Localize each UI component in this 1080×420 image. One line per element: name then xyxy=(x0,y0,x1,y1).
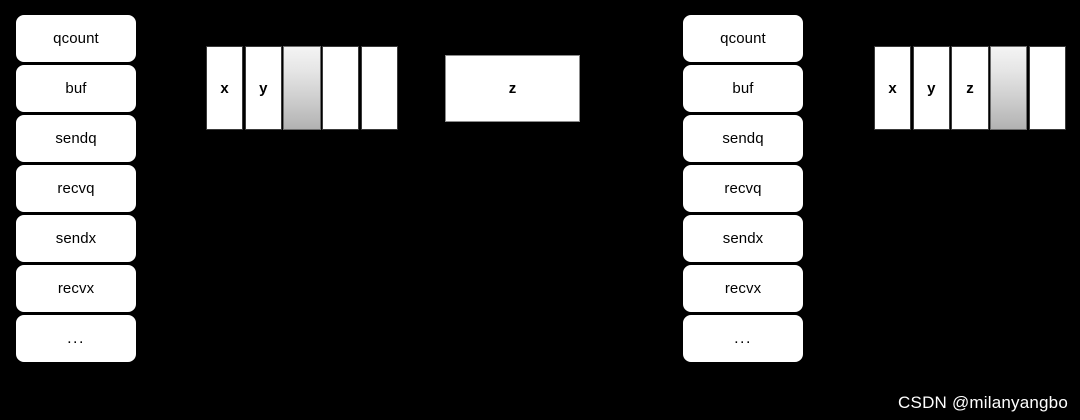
array-cell-empty-4 xyxy=(1028,46,1066,130)
array-cell-highlighted xyxy=(990,46,1028,130)
value-box-label: z xyxy=(508,80,517,97)
struct-field-recvx: recvx xyxy=(682,264,804,313)
array-cell-highlighted xyxy=(283,46,321,130)
array-cell-label: x xyxy=(220,79,229,97)
array-cell-x: x xyxy=(874,46,912,130)
struct-field-label: buf xyxy=(65,80,87,97)
struct-field-recvq: recvq xyxy=(15,164,137,213)
array-cell-label: y xyxy=(927,79,936,97)
array-cell-y: y xyxy=(912,46,950,130)
watermark-text: CSDN @milanyangbo xyxy=(898,393,1068,412)
struct-field-qcount: qcount xyxy=(682,14,804,63)
array-cell-label: z xyxy=(966,79,974,97)
struct-field-sendx: sendx xyxy=(682,214,804,263)
struct-field-buf: buf xyxy=(682,64,804,113)
array-strip-right: x y z xyxy=(874,46,1066,130)
struct-field-label: recvx xyxy=(57,280,95,297)
struct-field-qcount: qcount xyxy=(15,14,137,63)
struct-field-label: recvq xyxy=(57,180,95,197)
array-cell-label: x xyxy=(888,79,897,97)
struct-field-label: recvx xyxy=(724,280,762,297)
struct-field-label: sendx xyxy=(55,230,97,247)
array-cell-empty-4 xyxy=(360,46,398,130)
struct-field-label: recvq xyxy=(724,180,762,197)
value-box-z: z xyxy=(445,55,580,122)
array-cell-z: z xyxy=(951,46,989,130)
struct-field-buf: buf xyxy=(15,64,137,113)
struct-field-sendq: sendq xyxy=(682,114,804,163)
struct-field-label: buf xyxy=(732,80,754,97)
struct-column-right: qcount buf sendq recvq sendx recvx... xyxy=(682,14,804,363)
struct-field-label: ... xyxy=(734,329,752,347)
array-cell-empty-3 xyxy=(322,46,360,130)
struct-field-sendx: sendx xyxy=(15,214,137,263)
struct-field-sendq: sendq xyxy=(15,114,137,163)
struct-field-recvq: recvq xyxy=(682,164,804,213)
array-cell-x: x xyxy=(206,46,244,130)
struct-field-more: ... xyxy=(15,314,137,363)
struct-field-label: ... xyxy=(67,329,85,347)
struct-field-label: sendq xyxy=(55,130,97,147)
array-cell-label: y xyxy=(259,79,268,97)
array-cell-y: y xyxy=(244,46,282,130)
struct-field-label: sendq xyxy=(722,130,764,147)
struct-field-recvx: recvx xyxy=(15,264,137,313)
struct-field-label: qcount xyxy=(53,30,99,47)
struct-field-more: ... xyxy=(682,314,804,363)
struct-field-label: sendx xyxy=(722,230,764,247)
struct-field-label: qcount xyxy=(720,30,766,47)
struct-column-left: qcount buf sendq recvq sendx recvx... xyxy=(15,14,137,363)
